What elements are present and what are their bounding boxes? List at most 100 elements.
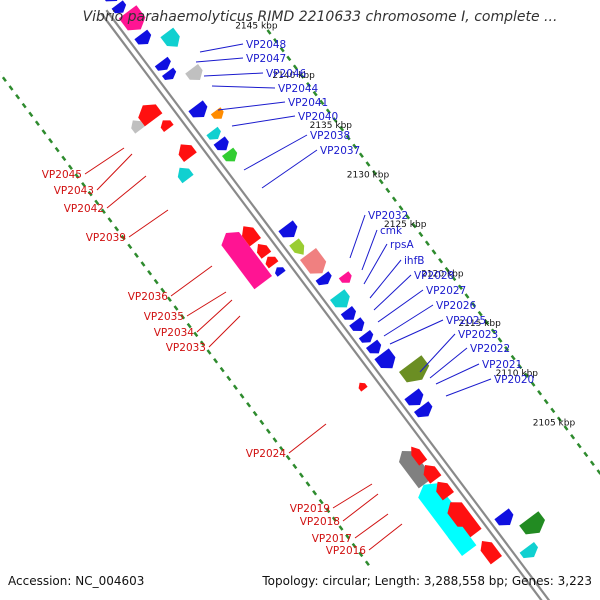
gene-label-forward: VP2046: [266, 68, 307, 80]
scale-tick: [576, 442, 582, 449]
scale-tick: [372, 170, 378, 176]
gene-arrow-forward: [340, 306, 356, 320]
leader-line: [170, 265, 213, 297]
scale-tick: [140, 261, 146, 267]
scale-tick: [332, 117, 338, 123]
scale-tick: [193, 331, 199, 338]
scale-tick: [246, 402, 252, 408]
leader-line: [196, 299, 233, 333]
gene-arrow-forward: [118, 5, 146, 31]
backbone-strand: [100, 9, 551, 600]
leader-line: [208, 315, 241, 348]
scale-tick: [351, 542, 357, 549]
scale-tick: [199, 340, 205, 346]
scale-tick: [34, 120, 40, 126]
gene-label-forward: VP2021: [482, 359, 522, 371]
scale-tick: [596, 469, 600, 475]
gene-label-forward: cmk: [380, 225, 403, 237]
scale-tick: [517, 363, 523, 370]
gene-arrow-reverse: [399, 451, 434, 489]
scale-tick: [67, 164, 73, 170]
scale-tick: [358, 551, 364, 558]
scale-tick: [331, 516, 337, 522]
scale-tick: [299, 73, 305, 79]
scale-tick: [173, 305, 179, 311]
scale-tick: [464, 293, 470, 299]
scale-tick: [54, 146, 60, 153]
leader-line: [363, 243, 388, 285]
scale-tick: [345, 534, 351, 540]
backbone-line: [100, 13, 543, 600]
scale-tick: [550, 407, 556, 414]
scale-tick: [339, 126, 345, 132]
gene-label-reverse: VP2017: [312, 533, 352, 545]
gene-arrow-reverse: [265, 256, 279, 269]
scale-tick: [589, 460, 595, 466]
scale-tick: [563, 425, 569, 431]
scale-tick: [206, 349, 212, 355]
scale-tick: [352, 143, 358, 150]
gene-arrow-forward: [188, 100, 208, 118]
leader-line: [199, 43, 244, 53]
scale-tick: [530, 381, 536, 387]
leader-line: [195, 57, 244, 63]
gene-label-reverse: VP2034: [154, 327, 195, 339]
scale-tick: [306, 82, 312, 88]
scale-tick: [471, 302, 477, 308]
gene-label-forward: VP2020: [494, 374, 534, 386]
gene-arrow-reverse: [160, 120, 174, 132]
leader-line: [243, 134, 308, 171]
leader-line: [368, 523, 403, 551]
gene-arrow-forward: [160, 27, 180, 47]
scale-tick: [523, 372, 529, 378]
scale-tick: [1, 76, 7, 82]
gene-label-forward: VP2026: [436, 300, 477, 312]
scale-tick: [345, 134, 351, 141]
scale-tick: [266, 29, 272, 35]
scale-tick: [48, 138, 54, 144]
gene-arrow-forward: [185, 64, 203, 80]
gene-arrow-reverse: [411, 446, 428, 466]
scale-tick: [41, 129, 47, 135]
scale-tick: [378, 178, 384, 185]
leader-line: [332, 483, 373, 509]
scale-label: 2140 kbp: [272, 71, 315, 81]
scale-tick: [477, 310, 483, 317]
leader-line: [361, 229, 378, 271]
gene-arrow-reverse: [257, 244, 272, 259]
gene-arrow-reverse: [178, 144, 197, 162]
scale-tick: [127, 243, 133, 250]
gene-arrow-forward: [213, 136, 229, 151]
scale-label: 2130 kbp: [347, 170, 390, 180]
scale-tick: [319, 99, 325, 106]
gene-arrow-reverse: [447, 502, 482, 540]
gene-label-reverse: VP2045: [42, 169, 82, 181]
scale-tick: [279, 446, 285, 452]
gene-label-reverse: VP2042: [64, 203, 104, 215]
leader-line: [445, 378, 492, 397]
scale-tick: [74, 173, 80, 179]
leader-line: [342, 493, 379, 522]
scale-tick: [457, 284, 463, 290]
leader-line: [383, 304, 434, 337]
gene-arrow-forward: [349, 317, 365, 331]
gene-arrow-reverse: [177, 167, 194, 184]
scale-tick: [510, 354, 516, 361]
gene-label-forward: VP2044: [278, 83, 319, 95]
scale-tick: [21, 102, 27, 109]
scale-tick: [444, 266, 450, 273]
forward-strand-genes: [104, 0, 545, 559]
scale-tick: [504, 346, 510, 352]
scale-tick: [411, 222, 417, 229]
gene-label-forward: ihfB: [404, 255, 424, 267]
gene-label-forward: VP2032: [368, 210, 408, 222]
scale-tick: [285, 454, 291, 461]
gene-arrow-forward: [374, 348, 396, 369]
scale-tick: [385, 187, 391, 194]
scale-tick: [298, 472, 304, 478]
scale-tick: [364, 560, 370, 566]
gene-label-forward: VP2037: [320, 145, 360, 157]
gene-label-forward: VP2023: [458, 329, 498, 341]
topology-summary: Topology: circular; Length: 3,288,558 bp…: [262, 574, 592, 588]
